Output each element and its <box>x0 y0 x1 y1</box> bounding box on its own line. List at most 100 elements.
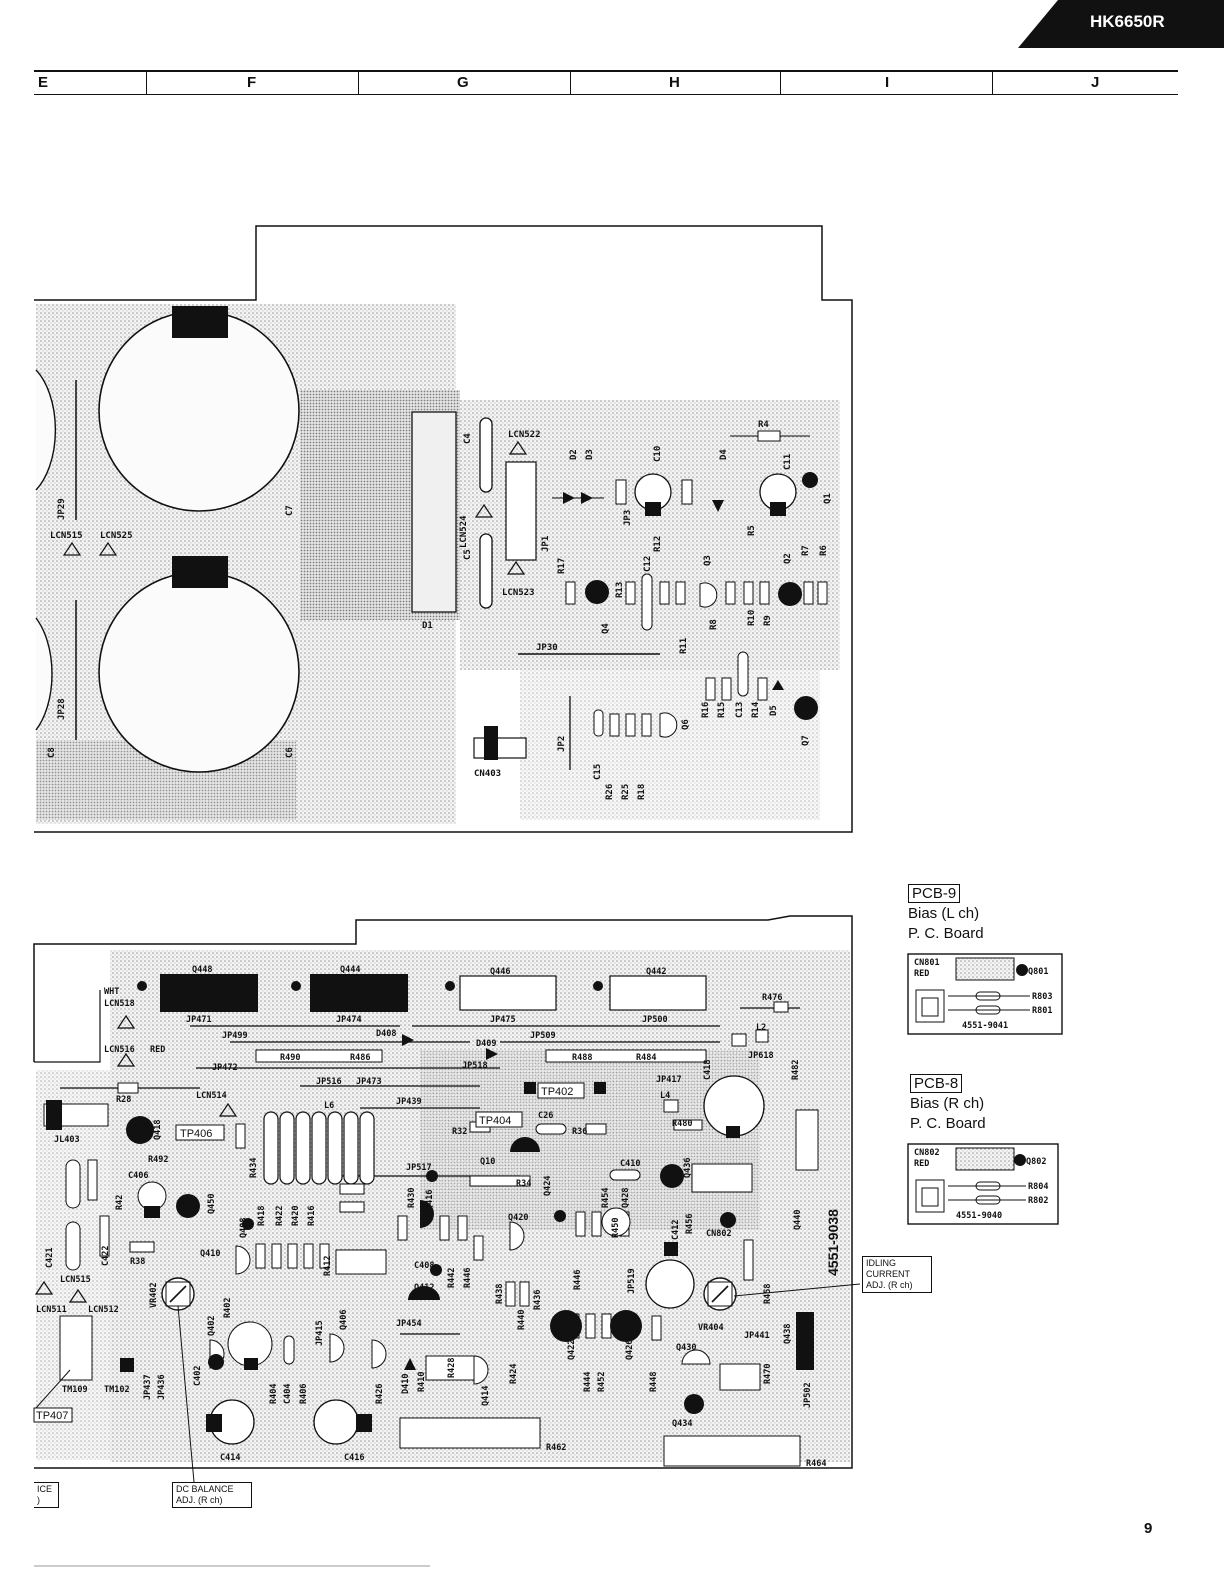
label-r438: R438 <box>495 1284 505 1304</box>
label-r446: R446 <box>573 1270 583 1290</box>
label-r428: R428 <box>447 1358 457 1378</box>
label-jp28: JP28 <box>57 698 67 720</box>
grid-column-f: F <box>146 72 359 94</box>
label-l4: L4 <box>660 1091 670 1101</box>
label-r452: R452 <box>597 1372 607 1392</box>
label-r470: R470 <box>763 1364 773 1384</box>
label-c412: C412 <box>671 1220 681 1240</box>
grid-column-h: H <box>570 72 781 94</box>
pcb8-q802: Q802 <box>1026 1157 1046 1167</box>
label-r410: R410 <box>417 1372 427 1392</box>
label-r412: R412 <box>323 1256 333 1276</box>
label-tm102: TM102 <box>104 1385 130 1395</box>
label-c10: C10 <box>653 446 663 462</box>
pcb8-tag: PCB-8 <box>910 1074 963 1093</box>
idling-current-callout: IDLING CURRENT ADJ. (R ch) <box>862 1256 932 1293</box>
label-q3: Q3 <box>703 555 713 566</box>
pcb8-red: RED <box>914 1159 929 1169</box>
pcb8-cn802: CN802 <box>914 1148 940 1158</box>
label-r418: R418 <box>257 1206 267 1226</box>
label-q430: Q430 <box>676 1343 696 1353</box>
label-vr402: VR402 <box>149 1282 159 1308</box>
label-jp509: JP509 <box>530 1031 556 1041</box>
label-r416: R416 <box>307 1206 317 1226</box>
label-c12: C12 <box>643 556 653 572</box>
lower-board: Q448 Q444 Q446 Q442 WHT LCN518 JP471 JP4… <box>33 915 861 1483</box>
label-q4: Q4 <box>601 623 611 634</box>
label-jp439: JP439 <box>396 1097 422 1107</box>
label-r12: R12 <box>653 536 663 552</box>
label-lcn515-lower: LCN515 <box>60 1275 91 1285</box>
grid-column-bar: E F G H I J <box>34 70 1178 95</box>
label-r422: R422 <box>275 1206 285 1226</box>
pcb8-line2: P. C. Board <box>910 1115 986 1132</box>
label-lcn518: LCN518 <box>104 999 135 1009</box>
pcb9-board <box>907 953 1063 1035</box>
pcb8-r802: R802 <box>1028 1196 1048 1206</box>
label-r8: R8 <box>709 619 719 630</box>
pcb9-line1: Bias (L ch) <box>908 905 980 922</box>
label-jp500: JP500 <box>642 1015 668 1025</box>
grid-column-j: J <box>992 72 1179 94</box>
label-q6: Q6 <box>681 719 691 730</box>
label-r492: R492 <box>148 1155 168 1165</box>
label-c7: C7 <box>285 505 295 516</box>
label-lcn511: LCN511 <box>36 1305 67 1315</box>
label-r436: R436 <box>533 1290 543 1310</box>
grid-column-i: I <box>780 72 993 94</box>
label-r484: R484 <box>636 1053 656 1063</box>
label-cn802: CN802 <box>706 1229 732 1239</box>
label-r450: R450 <box>611 1218 621 1238</box>
label-d409: D409 <box>476 1039 496 1049</box>
label-c408: C408 <box>414 1261 434 1271</box>
pcb9-q801: Q801 <box>1028 967 1048 977</box>
label-q438: Q438 <box>783 1324 793 1344</box>
pcb9-cn801: CN801 <box>914 958 940 968</box>
label-r17: R17 <box>557 558 567 574</box>
label-c418: C418 <box>703 1060 713 1080</box>
dc-balance-callout: DC BALANCE ADJ. (R ch) <box>172 1482 252 1508</box>
label-d5: D5 <box>769 705 779 716</box>
label-jp415: JP415 <box>315 1320 325 1346</box>
label-r16: R16 <box>701 702 711 718</box>
label-r42: R42 <box>115 1195 125 1210</box>
label-q422: Q422 <box>567 1340 577 1360</box>
pcb9-red: RED <box>914 969 929 979</box>
label-r32: R32 <box>452 1127 467 1137</box>
label-jp437: JP437 <box>143 1374 153 1400</box>
label-r15: R15 <box>717 702 727 718</box>
label-r446b: R446 <box>463 1268 473 1288</box>
label-q442: Q442 <box>646 967 666 977</box>
label-q436: Q436 <box>683 1158 693 1178</box>
label-q10: Q10 <box>480 1157 495 1167</box>
label-lcn514: LCN514 <box>196 1091 227 1101</box>
label-r458: R458 <box>763 1284 773 1304</box>
label-r14: R14 <box>751 701 761 718</box>
label-r440: R440 <box>517 1310 527 1330</box>
model-banner <box>1018 0 1224 48</box>
label-q410: Q410 <box>200 1249 220 1259</box>
label-q424: Q424 <box>543 1176 553 1196</box>
label-r26: R26 <box>605 784 615 800</box>
label-r464: R464 <box>806 1459 826 1469</box>
label-r10: R10 <box>747 610 757 626</box>
label-jp472: JP472 <box>212 1063 238 1073</box>
label-r13: R13 <box>615 582 625 598</box>
label-q420: Q420 <box>508 1213 528 1223</box>
label-jp441: JP441 <box>744 1331 770 1341</box>
label-r424: R424 <box>509 1364 519 1384</box>
label-r36: R36 <box>572 1127 587 1137</box>
label-vr404: VR404 <box>698 1323 724 1333</box>
label-c406: C406 <box>128 1171 148 1181</box>
label-q450: Q450 <box>207 1194 217 1214</box>
label-jp517: JP517 <box>406 1163 432 1173</box>
label-c410: C410 <box>620 1159 640 1169</box>
model-label: HK6650R <box>1090 12 1165 31</box>
label-c402: C402 <box>193 1366 203 1386</box>
label-c8: C8 <box>47 747 57 758</box>
label-q408: Q408 <box>239 1218 249 1238</box>
label-q448: Q448 <box>192 965 212 975</box>
board-number: 4551-9038 <box>825 1209 841 1276</box>
label-c11: C11 <box>783 454 793 470</box>
label-jp475: JP475 <box>490 1015 516 1025</box>
